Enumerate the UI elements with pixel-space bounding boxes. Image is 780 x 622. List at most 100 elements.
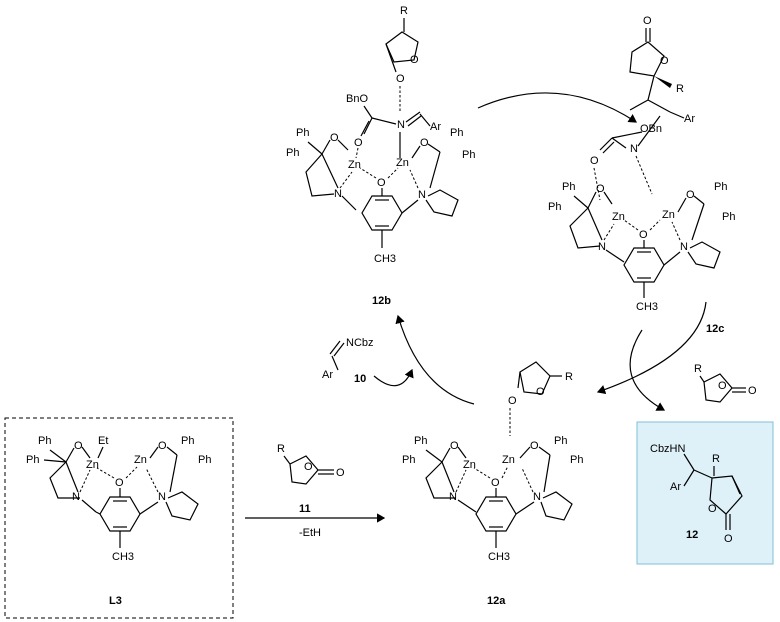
oxygen-label: O [304,461,313,473]
aryl-label: Ar [430,121,441,133]
cycle-arrow-12b-to-12c [477,92,638,123]
ph-label: Ph [414,435,427,447]
nitrogen-label: N [598,241,606,253]
compound-label-l3: L3 [109,595,122,607]
ph-label: Ph [402,454,415,466]
zinc-label: Zn [463,459,476,471]
aryl-label: Ar [670,481,681,493]
oxygen-label: O [491,477,500,489]
oxygen-label: O [336,467,345,479]
zinc-label: Zn [662,209,675,221]
ethyl-label: Et [98,435,108,447]
substrate-entry-arrow [373,368,414,387]
aryl-label: Ar [684,113,695,125]
zinc-label: Zn [612,211,625,223]
compound-label-10: 10 [354,373,366,385]
ph-label: Ph [570,454,583,466]
oxygen-label: O [748,385,757,397]
ph-label: Ph [462,149,475,161]
imine-10: NCbz Ar 10 [322,337,374,385]
product-box [636,421,774,565]
ncbz-label: NCbz [346,337,374,349]
compound-label-12: 12 [686,529,698,541]
product-release-arrow [629,329,666,411]
oxygen-label: O [686,189,695,201]
aryl-label: Ar [322,369,333,381]
ph-label: Ph [722,211,735,223]
ph-label: Ph [714,181,727,193]
ph-label: Ph [296,127,309,139]
oxygen-label: O [115,477,124,489]
complex-12c: O O R OBn Ar N O Ph Ph O Zn N [548,15,735,335]
zinc-label: Zn [348,159,361,171]
oxygen-label: O [74,440,83,452]
complex-12b: R O O BnO O N Ar Ph Ph O Zn N [286,5,475,307]
oxygen-label: O [410,54,419,66]
oxygen-label: O [643,15,652,27]
nitrogen-label: N [533,491,541,503]
oxygen-label: O [590,155,599,167]
methyl-label: CH3 [112,551,134,563]
nitrogen-label: N [334,188,342,200]
ph-label: Ph [286,147,299,159]
compound-label-12a: 12a [487,595,506,607]
r-group-label: R [712,453,720,465]
zinc-label: Zn [134,454,147,466]
r-group-label: R [400,5,408,17]
ph-label: Ph [181,435,194,447]
oxygen-label: O [354,137,363,149]
methyl-label: CH3 [488,551,510,563]
ph-label: Ph [554,435,567,447]
ph-label: Ph [198,454,211,466]
oxygen-label: O [718,380,727,392]
oxygen-label: O [377,177,386,189]
compound-label-12b: 12b [372,295,391,307]
nitrogen-label: N [397,119,405,131]
cycle-arrow-12a-to-12b [395,314,475,405]
oxygen-label: O [450,440,459,452]
nitrogen-label: N [158,491,166,503]
oxygen-label: O [724,533,733,545]
r-group-label: R [565,371,573,383]
compound-label-12c: 12c [706,323,724,335]
r-group-label: R [676,83,684,95]
nitrogen-label: N [680,241,688,253]
cycle-arrow-12c-to-12a [596,301,707,395]
ph-label: Ph [450,127,463,139]
nitrogen-label: N [72,491,80,503]
r-group-label: R [694,363,702,375]
oxygen-label: O [639,229,648,241]
methyl-label: CH3 [374,253,396,265]
ligand-l3-structure: Ph Ph O Zn Et N O CH3 [26,435,211,563]
oxygen-label: O [420,137,429,149]
product-12-box: CbzHN Ar R O O 12 [636,421,774,565]
zinc-label: Zn [396,157,409,169]
methyl-label: CH3 [636,301,658,313]
oxygen-label: O [396,73,405,85]
ph-label: Ph [38,435,51,447]
complex-12a: O R O Ph Ph O Zn N O CH3 Zn O Ph [402,361,583,607]
zinc-label: Zn [502,454,515,466]
benzyloxy-label: BnO [346,93,368,105]
nitrogen-label: N [418,189,426,201]
r-group-label: R [277,443,285,455]
compound-label-11: 11 [299,503,311,515]
ph-label: Ph [548,201,561,213]
oxygen-label: O [536,386,545,398]
oxygen-label: O [158,440,167,452]
oxygen-label: O [708,503,717,515]
ph-label: Ph [26,454,39,466]
nitrogen-label: N [449,491,457,503]
ph-label: Ph [562,181,575,193]
oxygen-label: O [660,55,669,67]
zinc-label: Zn [86,459,99,471]
byproduct-label: -EtH [299,527,321,539]
oxygen-label: O [596,183,605,195]
butenolide-substrate: R O O [694,363,757,403]
nitrogen-label: N [630,143,638,155]
catalyst-l3-box: Ph Ph O Zn Et N O CH3 [4,417,234,619]
oxygen-label: O [508,395,517,407]
oxygen-label: O [330,132,339,144]
cbzhn-label: CbzHN [650,443,686,455]
